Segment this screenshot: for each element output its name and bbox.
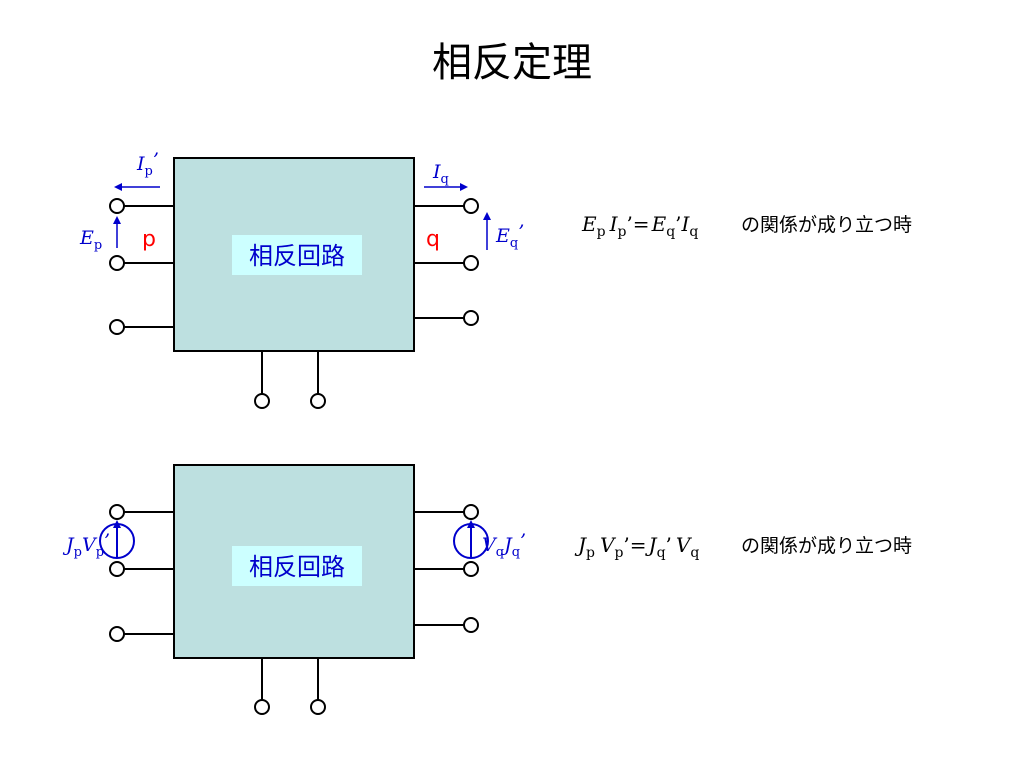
source-q-label: VqJq’: [482, 530, 526, 560]
equation-2-condition: の関係が成り立つ時: [741, 535, 912, 557]
page-title: 相反定理: [432, 40, 592, 86]
block-label-bg-1: [232, 235, 362, 275]
current-q-label: Iq: [432, 161, 449, 187]
block-label-bg-2: [232, 546, 362, 586]
terminal-bottom-a: [254, 393, 270, 409]
block-label-1: 相反回路: [249, 242, 345, 270]
port-q-label: q: [426, 227, 440, 252]
circuit-1: 相反回路 p q Ip’ Iq Ep: [79, 149, 524, 409]
terminal2-bottom-a: [254, 699, 270, 715]
terminal-left-3: [109, 319, 125, 335]
current-p-label: Ip’: [136, 149, 159, 179]
voltage-q-label: Eq’: [495, 221, 524, 251]
terminal-p-top: [109, 198, 125, 214]
terminal2-right-3: [463, 617, 479, 633]
circuit-2: 相反回路 JpVp’ VqJq’: [62, 464, 526, 715]
terminal-right-3: [463, 310, 479, 326]
terminal-q-bottom: [463, 255, 479, 271]
terminal2-left-3: [109, 626, 125, 642]
terminal-q-top: [463, 198, 479, 214]
terminal-bottom-b: [310, 393, 326, 409]
terminal2-q-bottom: [463, 561, 479, 577]
terminal2-p-top: [109, 504, 125, 520]
block-label-2: 相反回路: [249, 553, 345, 581]
terminal2-q-top: [463, 504, 479, 520]
voltage-p-label: Ep: [79, 227, 102, 253]
equation-1-condition: の関係が成り立つ時: [741, 214, 912, 236]
terminal2-bottom-b: [310, 699, 326, 715]
terminal-p-bottom: [109, 255, 125, 271]
port-p-label: p: [142, 227, 156, 252]
terminal2-p-bottom: [109, 561, 125, 577]
source-p-label: JpVp’: [62, 530, 110, 560]
